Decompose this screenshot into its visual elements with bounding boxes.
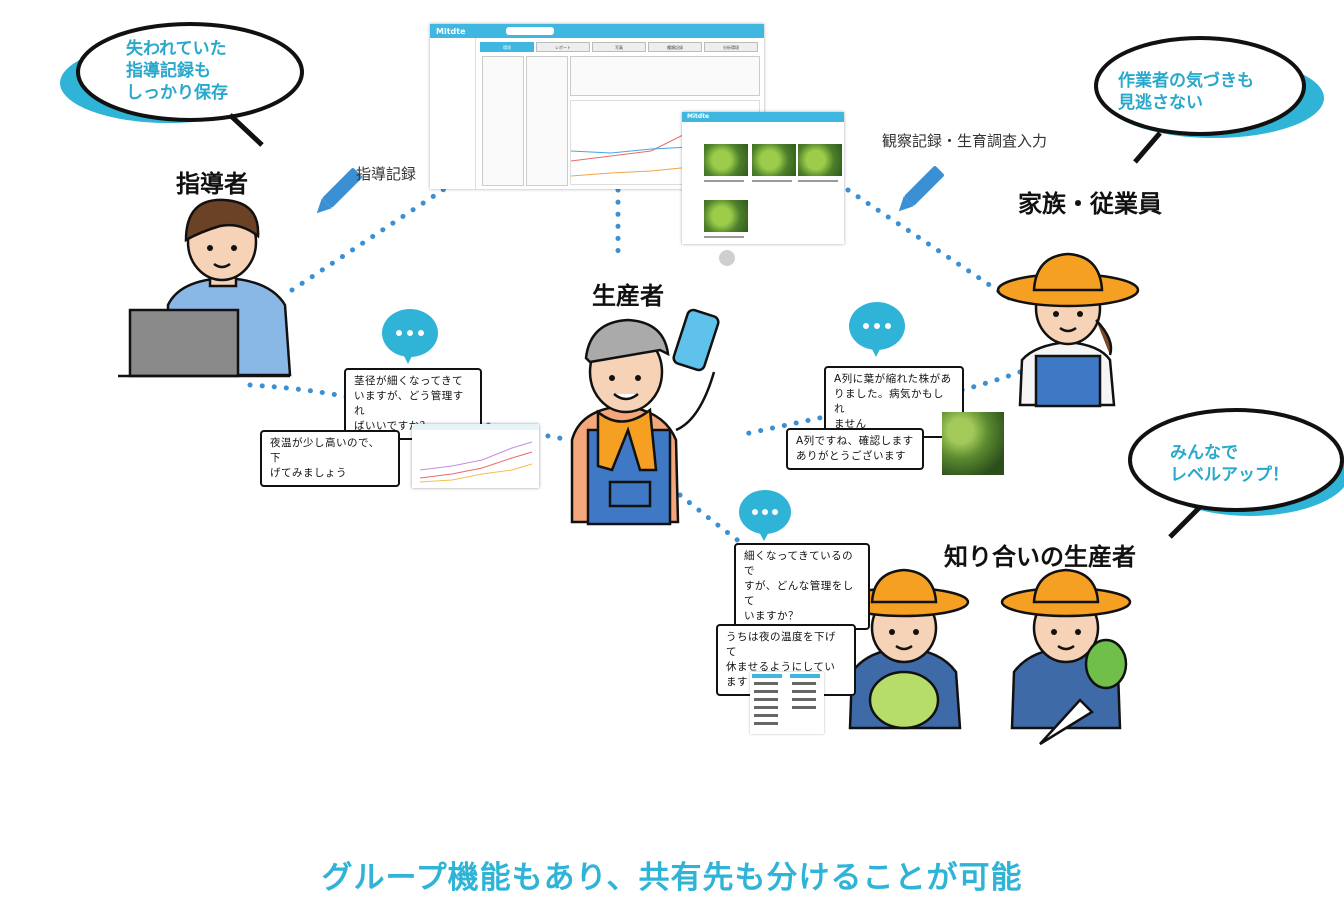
mini-data-table	[750, 672, 824, 734]
app-tab-1: 環境	[480, 42, 534, 52]
footer-caption: グループ機能もあり、共有先も分けることが可能	[321, 860, 1023, 896]
speech-bubble-peers	[1128, 408, 1344, 539]
chat-family-report: A列に葉が縮れた株があ りました。病気かもしれ ません	[824, 366, 964, 438]
app-logo: Mitdte	[436, 26, 466, 36]
photo-caption	[752, 180, 792, 182]
role-family: 家族・従業員	[1018, 190, 1162, 218]
role-instructor: 指導者	[176, 170, 248, 198]
leaf-photo	[798, 144, 842, 176]
chat-icon	[739, 490, 791, 541]
chat-producer-reply: A列ですね、確認します ありがとうございます	[786, 428, 924, 470]
leaf-photo	[752, 144, 796, 176]
app-tab-5: 分析環境	[704, 42, 758, 52]
role-producer: 生産者	[592, 282, 664, 310]
family-bubble-text: 作業者の気づきも 見逃さない	[1118, 71, 1254, 113]
photo-caption	[798, 180, 838, 182]
action-instructor-record: 指導記録	[356, 165, 417, 183]
pen-icon	[898, 166, 944, 212]
plant-photo	[942, 412, 1004, 475]
chat-instructor-answer: 夜温が少し高いので、下 げてみましょう	[260, 430, 400, 487]
instructor-bubble-text: 失われていた 指導記録も しっかり保存	[126, 39, 228, 103]
mini-chart-screenshot	[412, 424, 539, 488]
speech-bubble-family	[1094, 36, 1324, 164]
phone-header: Mitdte	[682, 112, 844, 122]
app-tab-3: 写真	[592, 42, 646, 52]
peer-producer-2-illustration	[1000, 568, 1132, 746]
chat-icon	[849, 302, 905, 357]
photo-caption	[704, 236, 744, 238]
app-farm-select	[505, 27, 554, 35]
action-family-record: 観察記録・生育調査入力	[882, 132, 1048, 150]
instructor-illustration	[118, 198, 292, 378]
chat-icon	[382, 309, 438, 364]
peer-bubble-text: みんなで レベルアップ！	[1170, 443, 1289, 485]
app-screenshot-phone: Mitdte	[682, 112, 844, 244]
speech-bubble-instructor	[60, 22, 304, 147]
connector-phone-family	[845, 187, 1015, 303]
peer-producer-1-illustration	[838, 568, 970, 730]
app-tab-4: 種類記録	[648, 42, 702, 52]
app-tabs: 環境 レポート 写真 種類記録 分析環境	[480, 42, 758, 52]
phone-home-button	[719, 250, 735, 266]
photo-caption	[704, 180, 744, 182]
app-tab-2: レポート	[536, 42, 590, 52]
producer-illustration	[570, 308, 720, 526]
app-sidebar	[430, 38, 476, 189]
app-panel-solar	[570, 56, 760, 96]
chat-producer-peer-question: 細くなってきているので すが、どんな管理をして いますか？	[734, 543, 870, 630]
app-panel-inside	[482, 56, 524, 186]
family-illustration	[996, 252, 1140, 408]
app-panel-outside	[526, 56, 568, 186]
connector-instructor-app	[289, 169, 473, 293]
role-peers: 知り合いの生産者	[944, 543, 1136, 571]
leaf-photo	[704, 144, 748, 176]
app-screenshot-desktop: Mitdte 環境 レポート 写真 種類記録 分析環境	[430, 24, 764, 189]
app-header: Mitdte	[430, 24, 764, 38]
leaf-photo	[704, 200, 748, 232]
